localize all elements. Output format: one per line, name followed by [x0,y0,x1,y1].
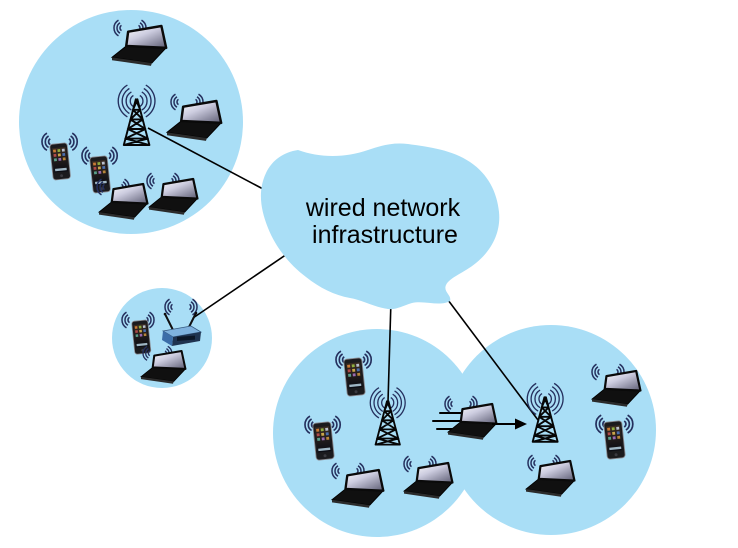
cloud-label-line2: infrastructure [312,221,458,249]
cell-4-area [446,325,656,535]
cell-1-area [19,10,243,234]
smartphone-icon [603,420,626,460]
cloud-label-line1: wired network [305,194,461,222]
link-cloud-to-cell4 [444,295,539,421]
smartphone-icon [49,142,72,181]
link-cloud-to-cell3 [387,299,392,403]
link-cloud-to-cell2 [192,251,291,319]
smartphone-icon [312,421,335,461]
moving-laptop-group [432,395,527,441]
link-cloud-to-cell1 [147,127,281,199]
smartphone-icon [343,357,366,397]
motion-arrow-icon [492,418,527,430]
wired-network-cloud [260,143,500,310]
cell-2-area [112,288,212,388]
